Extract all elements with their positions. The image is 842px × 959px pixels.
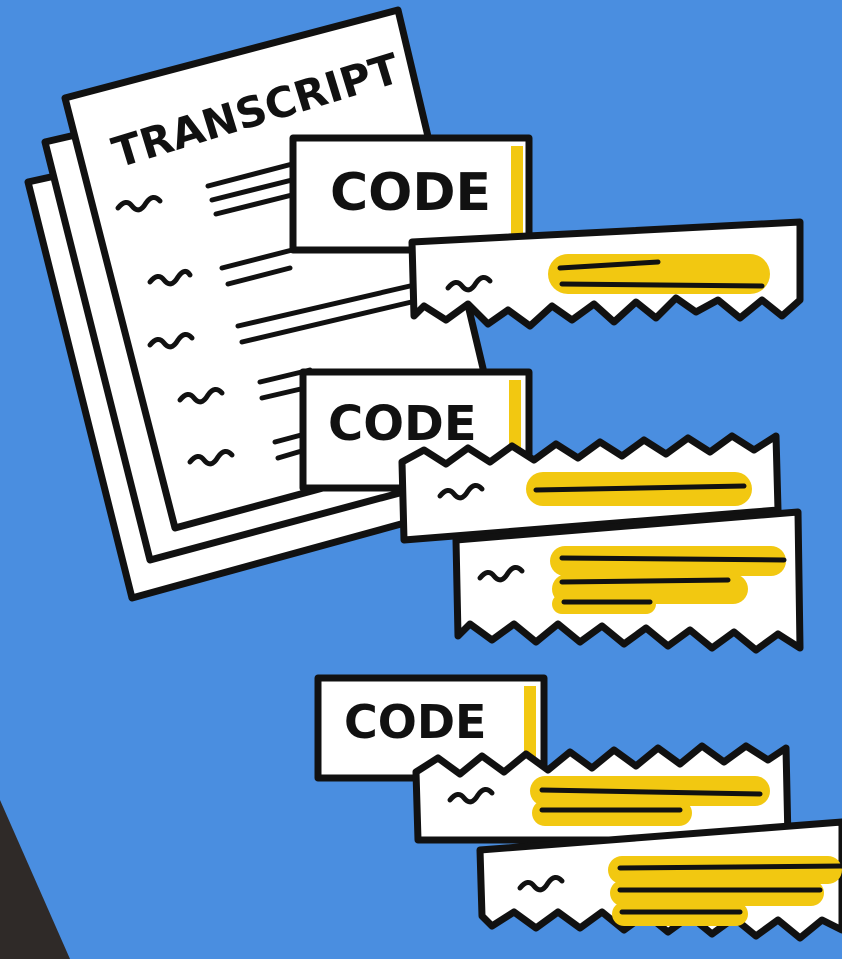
- code-label: CODE: [344, 695, 486, 749]
- snippet-card: [416, 746, 788, 840]
- snippet-card: [412, 222, 800, 326]
- code-label: CODE: [330, 163, 491, 223]
- code-label: CODE: [328, 396, 477, 452]
- code-card-accent: [511, 146, 523, 242]
- highlight-mark: [532, 800, 692, 826]
- code-card: CODE: [293, 138, 529, 250]
- snippet-card: [456, 512, 800, 650]
- corner-shadow: [0, 800, 70, 959]
- code-group-3: CODE: [318, 678, 842, 938]
